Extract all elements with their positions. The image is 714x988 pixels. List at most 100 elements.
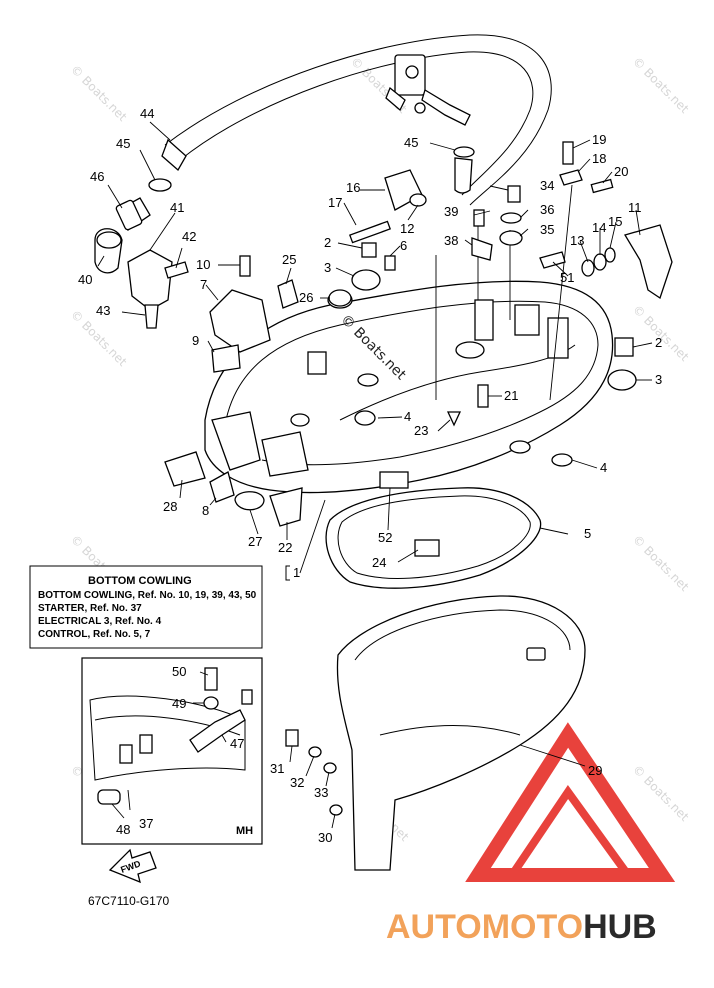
callout-16: 16 [346, 180, 360, 195]
grommet-26 [328, 289, 352, 307]
bolt-34 [507, 185, 521, 203]
apron-29-rib [379, 725, 521, 736]
seal-5-inner [337, 495, 531, 579]
grommet-3 [351, 269, 381, 291]
callout-5: 5 [584, 526, 591, 541]
callout-12: 12 [400, 221, 414, 236]
reference-line: STARTER, Ref. No. 37 [38, 603, 142, 614]
callout-46: 46 [90, 169, 104, 184]
callout-31: 31 [270, 761, 284, 776]
leader-lines [97, 121, 653, 829]
callout-34: 34 [540, 178, 554, 193]
reference-line: CONTROL, Ref. No. 5, 7 [38, 629, 151, 640]
callout-13: 13 [570, 233, 584, 248]
callout-21: 21 [504, 388, 518, 403]
label-51 [539, 251, 566, 269]
callout-8: 8 [202, 503, 209, 518]
grommet-13 [581, 259, 595, 277]
callout-30: 30 [318, 830, 332, 845]
callout-43: 43 [96, 303, 110, 318]
callout-11: 11 [628, 200, 642, 215]
callout-24: 24 [372, 555, 386, 570]
callout-52: 52 [378, 530, 392, 545]
callout-1: 1 [293, 565, 300, 580]
callout-2: 2 [324, 235, 331, 250]
callout-3: 3 [655, 372, 662, 387]
callout-47: 47 [230, 736, 244, 751]
bolt-31 [285, 729, 299, 747]
grommet-28 [164, 451, 206, 487]
apron-29-inner [354, 609, 571, 661]
tube-segment [454, 157, 473, 194]
grommet-4-right [551, 453, 573, 467]
callout-23: 23 [414, 423, 428, 438]
bottom-cowling [204, 280, 614, 494]
washer-32 [308, 746, 322, 758]
grommet-8 [209, 471, 235, 503]
callout-7: 7 [200, 277, 207, 292]
grommet-15 [604, 247, 616, 263]
callout-15: 15 [608, 214, 622, 229]
callout-28: 28 [163, 499, 177, 514]
screw-23 [446, 411, 462, 427]
inset-box: MH [81, 657, 263, 845]
reference-bracket [285, 565, 290, 581]
callout-10: 10 [196, 257, 210, 272]
callout-44: 44 [140, 106, 154, 121]
brand-part1: AUTOMOTO [386, 908, 583, 946]
reference-title: BOTTOM COWLING [88, 575, 192, 587]
washer-33 [323, 762, 337, 774]
callout-18: 18 [592, 151, 606, 166]
watermark-text: © Boats.net [630, 54, 692, 116]
screw-42 [164, 261, 189, 279]
brand-part2: HUB [583, 908, 657, 946]
clip-18 [559, 169, 583, 186]
screw-19 [562, 141, 574, 165]
collar-12 [409, 193, 427, 207]
callout-50: 50 [172, 664, 186, 679]
callout-26: 26 [299, 290, 313, 305]
bracket-41 [127, 249, 173, 311]
hose-outline [164, 34, 552, 206]
callouts: 1 2 2 3 3 4 4 5 6 7 8 9 10 11 12 13 14 1… [78, 106, 662, 845]
valve-assembly [385, 54, 471, 126]
callout-37: 37 [139, 816, 153, 831]
screw-10 [239, 255, 251, 277]
callout-36: 36 [540, 202, 554, 217]
diagram-code: 67C7110-G170 [88, 894, 169, 908]
grommet-35 [499, 230, 523, 246]
callout-45: 45 [116, 136, 130, 151]
callout-35: 35 [540, 222, 554, 237]
drain-fitting-top [96, 231, 122, 249]
callout-19: 19 [592, 132, 606, 147]
gear-fitting-body [115, 199, 143, 231]
pad-24 [414, 539, 440, 557]
callout-20: 20 [614, 164, 628, 179]
callout-14: 14 [592, 220, 606, 235]
fwd-arrow: FWD [108, 848, 157, 884]
callout-25: 25 [282, 252, 296, 267]
watermark-text: © Boats.net [630, 532, 692, 594]
callout-45: 45 [404, 135, 418, 150]
callout-48: 48 [116, 822, 130, 837]
callout-4: 4 [404, 409, 411, 424]
lever-11 [624, 224, 673, 300]
apron-29 [336, 595, 586, 871]
callout-6: 6 [400, 238, 407, 253]
plate-9 [211, 344, 241, 373]
callout-2: 2 [655, 335, 662, 350]
callout-40: 40 [78, 272, 92, 287]
washer-36 [500, 212, 522, 224]
screw-21 [477, 384, 489, 408]
watermark-text: © Boats.net [68, 62, 130, 124]
callout-3: 3 [324, 260, 331, 275]
bolt-39 [473, 209, 485, 227]
reference-line: BOTTOM COWLING, Ref. No. 10, 19, 39, 43,… [38, 590, 257, 601]
hose-clip [453, 146, 475, 158]
grommet-14 [593, 253, 607, 271]
plate-38 [471, 237, 493, 261]
watermark-text: © Boats.net [630, 302, 692, 364]
reference-box: BOTTOM COWLING BOTTOM COWLING, Ref. No. … [29, 565, 290, 649]
callout-33: 33 [314, 785, 328, 800]
